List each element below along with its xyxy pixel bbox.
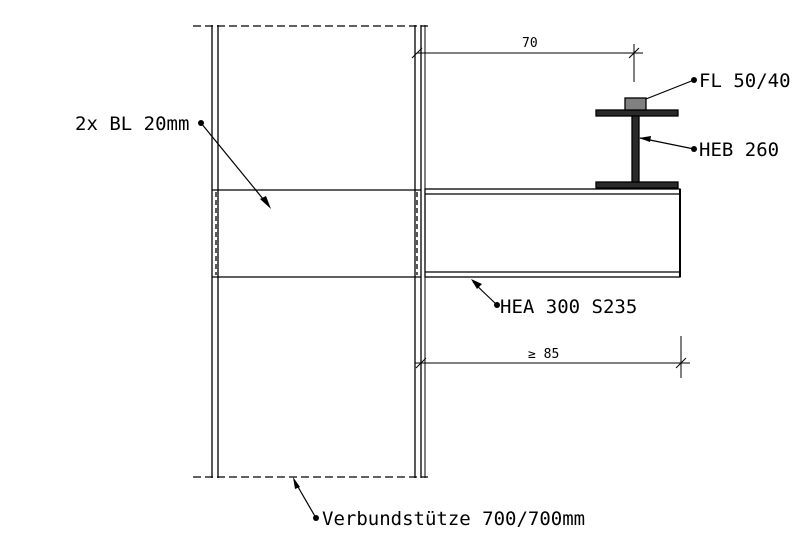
plates-outline	[212, 189, 421, 278]
arrowhead-column	[293, 477, 300, 489]
arrowhead-main-beam	[471, 279, 482, 289]
dot-flat-bar	[691, 77, 697, 83]
dot-plates	[198, 120, 204, 126]
dot-main-beam	[494, 302, 500, 308]
dimension-top-value: 70	[522, 36, 538, 51]
flat-bar-fl50	[624, 97, 647, 111]
dot-column	[313, 515, 319, 521]
dimension-bottom	[415, 336, 690, 378]
label-secondary-beam: HEB 260	[699, 139, 779, 161]
label-main-beam: HEA 300 S235	[500, 296, 637, 318]
dot-secondary-beam	[691, 146, 697, 152]
arrowhead-plates	[260, 196, 271, 209]
main-beam-hea300	[424, 188, 681, 278]
leader-flat-bar	[645, 79, 695, 100]
secondary-beam-heb260	[595, 109, 679, 189]
label-flat-bar: FL 50/40	[699, 70, 791, 92]
dimension-bottom-value: ≥ 85	[528, 347, 559, 362]
column-outline	[193, 25, 428, 478]
leader-plates	[200, 122, 269, 206]
dimension-top	[411, 44, 643, 82]
label-plates: 2x BL 20mm	[75, 113, 189, 135]
label-column: Verbundstütze 700/700mm	[322, 508, 585, 530]
arrowhead-secondary-beam	[639, 136, 651, 142]
